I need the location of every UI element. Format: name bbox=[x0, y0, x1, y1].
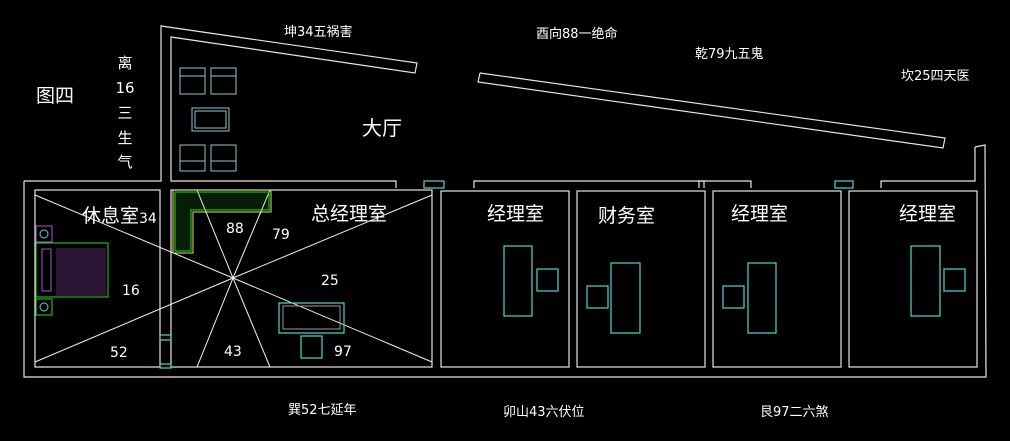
bagua-rays bbox=[34, 189, 433, 368]
bed bbox=[35, 225, 109, 316]
room-label-ceo: 总经理室 bbox=[311, 203, 387, 225]
room-label-finance: 财务室 bbox=[598, 205, 655, 227]
sector-number: 97 bbox=[334, 344, 352, 360]
sector-number: 34 bbox=[139, 211, 157, 227]
hall-walls bbox=[23, 25, 987, 378]
ceo-desk bbox=[278, 302, 345, 359]
direction-bottom-right: 艮97二六煞 bbox=[760, 405, 829, 420]
side-label-char: 三 bbox=[117, 104, 132, 122]
direction-bottom-mid: 卯山43六伏位 bbox=[503, 405, 585, 420]
sector-number: 52 bbox=[110, 345, 128, 361]
sector-number: 79 bbox=[272, 227, 290, 243]
office-desks bbox=[503, 245, 966, 334]
direction-top-right-mid: 乾79九五鬼 bbox=[695, 46, 764, 62]
side-label-char: 生 bbox=[117, 129, 132, 147]
side-label-char: 气 bbox=[117, 153, 132, 171]
direction-top-right: 坎25四天医 bbox=[901, 69, 970, 84]
room-label-manager-3: 经理室 bbox=[899, 203, 956, 225]
room-label-manager-1: 经理室 bbox=[487, 203, 544, 225]
sector-number: 88 bbox=[226, 221, 244, 237]
sector-number: 25 bbox=[321, 273, 339, 289]
direction-top-left: 坤34五祸害 bbox=[284, 24, 353, 40]
hall-sofas bbox=[179, 67, 237, 172]
room-label-manager-2: 经理室 bbox=[731, 203, 788, 225]
side-label: 离 16 三 生 气 bbox=[115, 54, 134, 171]
sector-number: 16 bbox=[122, 283, 140, 299]
sector-number: 43 bbox=[224, 344, 242, 360]
room-label-rest: 休息室 bbox=[82, 205, 139, 227]
direction-top-mid: 酉向88一绝命 bbox=[536, 26, 618, 42]
room-outlines bbox=[34, 189, 978, 369]
side-label-char: 16 bbox=[115, 79, 134, 97]
direction-bottom-left: 巽52七延年 bbox=[288, 403, 357, 418]
side-label-char: 离 bbox=[117, 54, 132, 72]
l-shaped-sofa bbox=[172, 189, 272, 254]
hall-label: 大厅 bbox=[362, 116, 402, 140]
figure-label: 图四 bbox=[36, 85, 74, 107]
